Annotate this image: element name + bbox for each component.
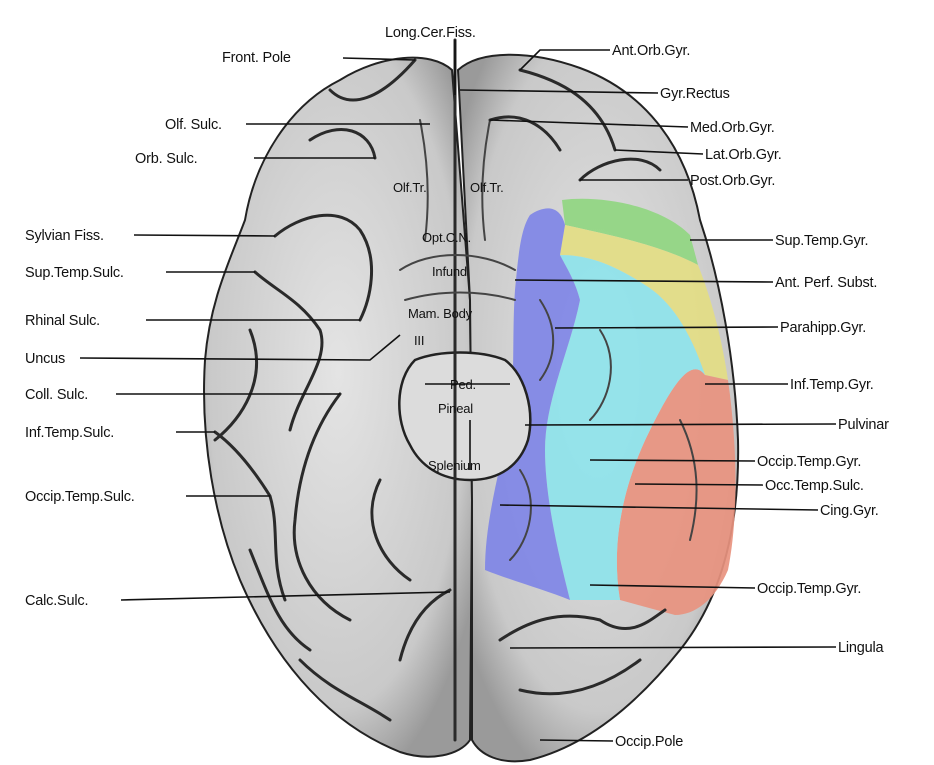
sup-temp-gyr-region — [562, 198, 698, 265]
label-occ-temp-sulc: Occ.Temp.Sulc. — [765, 478, 864, 494]
label-occip-temp-gyr-upper: Occip.Temp.Gyr. — [757, 454, 861, 470]
label-pineal: Pineal — [438, 401, 473, 416]
label-sup-temp-sulc: Sup.Temp.Sulc. — [25, 265, 124, 281]
label-lingula: Lingula — [838, 640, 884, 656]
label-ant-orb-gyr: Ant.Orb.Gyr. — [612, 43, 690, 59]
label-occip-temp-sulc: Occip.Temp.Sulc. — [25, 489, 135, 505]
label-gyr-rectus: Gyr.Rectus — [660, 86, 730, 102]
label-calc-sulc: Calc.Sulc. — [25, 593, 88, 609]
label-third-nerve: III — [414, 333, 424, 348]
left-hemisphere — [203, 56, 474, 758]
label-ant-perf-subst: Ant. Perf. Subst. — [775, 275, 877, 291]
label-sylvian-fiss: Sylvian Fiss. — [25, 228, 104, 244]
label-cing-gyr: Cing.Gyr. — [820, 503, 879, 519]
label-olf-sulc: Olf. Sulc. — [165, 117, 222, 133]
label-inf-temp-sulc: Inf.Temp.Sulc. — [25, 425, 114, 441]
label-ped: Ped. — [450, 377, 476, 392]
label-coll-sulc: Coll. Sulc. — [25, 387, 88, 403]
label-splenium: Splenium — [428, 458, 481, 473]
label-infund: Infund — [432, 264, 467, 279]
label-pulvinar: Pulvinar — [838, 417, 889, 433]
label-parahipp-gyr: Parahipp.Gyr. — [780, 320, 866, 336]
label-mam-body: Mam. Body — [408, 306, 473, 321]
label-med-orb-gyr: Med.Orb.Gyr. — [690, 120, 775, 136]
yellow-region — [560, 225, 728, 380]
parahipp-gyr-region — [485, 208, 580, 600]
inf-temp-gyr-region — [616, 369, 736, 615]
label-inf-temp-gyr: Inf.Temp.Gyr. — [790, 377, 874, 393]
leader-lines — [79, 40, 837, 742]
occip-temp-gyr-region — [545, 255, 705, 600]
label-lat-orb-gyr: Lat.Orb.Gyr. — [705, 147, 782, 163]
label-olf-tr-left: Olf.Tr. — [393, 180, 427, 195]
label-uncus: Uncus — [25, 351, 65, 367]
label-front-pole: Front. Pole — [222, 50, 291, 66]
label-long-cer-fiss: Long.Cer.Fiss. — [385, 25, 476, 41]
label-olf-tr-right: Olf.Tr. — [470, 180, 504, 195]
label-occip-temp-gyr-lower: Occip.Temp.Gyr. — [757, 581, 861, 597]
label-opt-c-n: Opt.C.N. — [422, 230, 471, 245]
label-occip-pole: Occip.Pole — [615, 734, 683, 750]
label-post-orb-gyr: Post.Orb.Gyr. — [690, 173, 775, 189]
label-orb-sulc: Orb. Sulc. — [135, 151, 197, 167]
label-sup-temp-gyr: Sup.Temp.Gyr. — [775, 233, 868, 249]
label-rhinal-sulc: Rhinal Sulc. — [25, 313, 100, 329]
